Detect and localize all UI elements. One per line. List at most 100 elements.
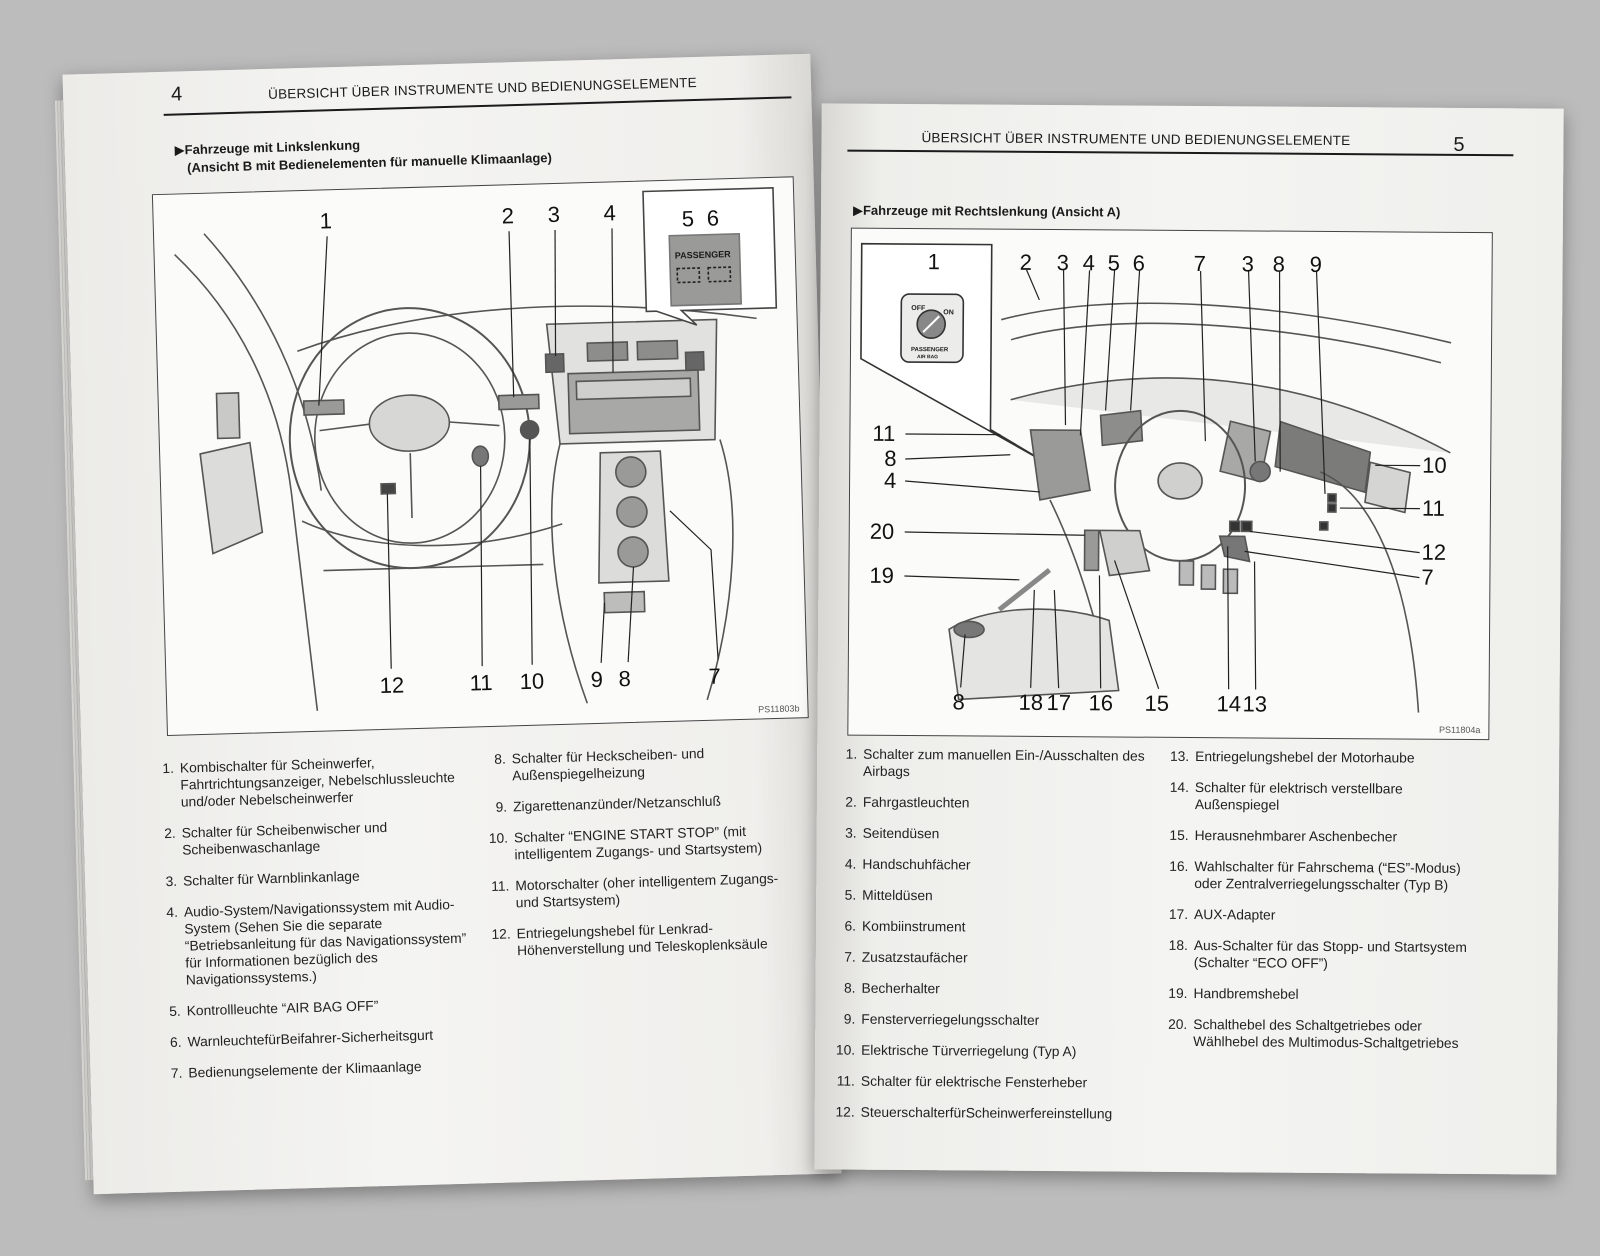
legend-item-number: 13. (1169, 748, 1190, 765)
legend-item-number: 11. (836, 1073, 855, 1089)
legend-item-text: Fahrgastleuchten (862, 794, 970, 811)
callout-4-rhd: 4 (1082, 250, 1095, 276)
legend-item-text: Entriegelungshebel für Lenkrad-Höhenvers… (516, 920, 768, 959)
lhd-legend-item: 9.Zigarettenanzünder/Netzanschluß (481, 791, 781, 816)
lhd-legend-item: 1.Kombischalter für Scheinwerfer, Fahrtr… (148, 751, 479, 811)
rhd-legend-item: 20.Schalthebel des Schaltgetriebes oder … (1161, 1016, 1481, 1052)
legend-item-text: Schalter für elektrisch verstellbare Auß… (1194, 780, 1403, 813)
legend-item-number: 3. (165, 873, 178, 890)
rhd-legend-item: 7. Zusatzstaufächer (830, 949, 1160, 968)
lhd-legend-item: 3.Schalter für Warnblinkanlage (151, 864, 481, 890)
legend-item-number: 8. (843, 980, 856, 996)
manual-page-left: 4 ÜBERSICHT ÜBER INSTRUMENTE UND BEDIENU… (62, 53, 842, 1195)
switch-on-label: ON (943, 309, 954, 317)
rhd-legend-item: 6.Kombiinstrument (830, 918, 1160, 937)
legend-item-text: Kombiinstrument (861, 918, 966, 935)
lhd-legend-item: 4.Audio-System/Navigationssystem mit Aud… (152, 895, 484, 989)
legend-item-text: Seitendüsen (862, 825, 940, 842)
lhd-legend-item: 5. Kontrollleuchte “AIR BAG OFF” (154, 994, 484, 1020)
rhd-legend-item: 14.Schalter für elektrisch verstellbare … (1163, 779, 1483, 815)
legend-right-column-2: 13. Entriegelungshebel der Motorhaube 14.S… (1161, 748, 1483, 1066)
switch-caption-passenger: PASSENGER (910, 347, 949, 354)
legend-item-text: Zusatzstaufächer (861, 949, 968, 966)
legend-item-text: Wahlschalter für Fahrschema (“ES”-Modus)… (1194, 859, 1461, 893)
legend-item-text: Mitteldüsen (862, 887, 933, 904)
legend-item-text: Aus-Schalter für das Stopp- und Startsys… (1193, 938, 1467, 971)
lhd-legend-item: 10.Schalter “ENGINE START STOP” (mit int… (482, 822, 783, 864)
legend-item-number: 4. (166, 904, 179, 921)
legend-item-text: Schalter für Heckscheiben- und Außenspie… (511, 746, 705, 784)
switch-off-label: OFF (911, 305, 926, 313)
rhd-legend-item: 2. Fahrgastleuchten (831, 794, 1161, 813)
callout-5-rhd: 5 (1107, 250, 1120, 276)
header-rule-left (163, 96, 792, 116)
legend-item-number: 6. (844, 918, 857, 934)
page-header-left: 4 ÜBERSICHT ÜBER INSTRUMENTE UND BEDIENU… (63, 54, 812, 121)
callout-7-right-rhd: 7 (1421, 564, 1434, 590)
legend-item-number: 18. (1168, 937, 1188, 953)
legend-item-number: 7. (844, 949, 856, 965)
rhd-legend-item: 13. Entriegelungshebel der Motorhaube (1163, 748, 1483, 767)
callout-7-rhd: 7 (1193, 251, 1206, 277)
callout-4-left-rhd: 4 (884, 467, 897, 493)
callout-9-lhd: 9 (590, 666, 604, 693)
callout-2-lhd: 2 (501, 203, 515, 229)
legend-item-text: Elektrische Türverriegelung (Typ A) (861, 1042, 1077, 1060)
legend-item-number: 5. (844, 887, 857, 903)
dashboard-illustration-lhd (174, 187, 778, 711)
rhd-legend-item: 8. Becherhalter (829, 979, 1159, 998)
callout-12-rhd: 12 (1421, 539, 1447, 565)
legend-item-text: Audio-System/Navigationssystem mit Audio… (183, 897, 467, 988)
rhd-legend-item: 15.Herausnehmbarer Aschenbecher (1163, 827, 1483, 846)
callout-3b-rhd: 3 (1241, 251, 1254, 277)
legend-item-number: 2. (164, 825, 176, 842)
callout-20-rhd: 20 (869, 518, 895, 544)
legend-item-number: 17. (1168, 906, 1189, 923)
callout-8-bottom-rhd: 8 (952, 689, 965, 715)
legend-item-text: Motorschalter (oher intelligentem Zugang… (515, 870, 779, 911)
callout-2-rhd: 2 (1019, 249, 1032, 275)
callout-11-left-rhd: 11 (872, 420, 896, 446)
legend-item-text: Becherhalter (861, 980, 940, 997)
legend-item-number: 5. (168, 1003, 181, 1020)
legend-item-number: 4. (844, 856, 857, 872)
section-title-right: ▶Fahrzeuge mit Rechtslenkung (Ansicht A) (852, 202, 1121, 220)
legend-item-number: 6. (169, 1034, 182, 1051)
legend-item-number: 2. (845, 794, 857, 810)
lhd-legend-item: 7.Bedienungselemente der Klimaanlage (156, 1056, 486, 1082)
manual-page-right: ÜBERSICHT ÜBER INSTRUMENTE UND BEDIENUNG… (814, 103, 1564, 1175)
header-title-left: ÜBERSICHT ÜBER INSTRUMENTE UND BEDIENUNG… (267, 74, 698, 102)
legend-item-text: AUX-Adapter (1194, 907, 1276, 923)
legend-item-text: Herausnehmbarer Aschenbecher (1194, 828, 1398, 845)
inset-passenger-label: PASSENGER (674, 249, 731, 261)
dashboard-figure-lhd: 1 2 3 4 5 6 PASSENGER 12 11 10 9 8 7 PS1… (151, 176, 809, 737)
legend-item-number: 9. (843, 1011, 856, 1027)
rhd-legend-item: 11.Schalter für elektrische Fensterheber (829, 1072, 1159, 1091)
lhd-legend-item: 11.Motorschalter (oher intelligentem Zug… (483, 870, 784, 912)
callout-18-rhd: 18 (1018, 689, 1044, 715)
dashboard-illustration-rhd (860, 242, 1452, 713)
rhd-legend-item: 5. Mitteldüsen (830, 887, 1160, 906)
legend-item-number: 9. (495, 799, 508, 815)
lhd-legend-item: 2. Schalter für Scheibenwischer und Schei… (150, 816, 481, 859)
switch-caption-airbag: AIR BAG (916, 354, 939, 361)
callout-10-rhd: 10 (1422, 452, 1447, 478)
legend-item-text: Kontrollleuchte “AIR BAG OFF” (186, 998, 379, 1019)
page-number-left: 4 (170, 83, 183, 106)
figure-code-lhd: PS11803b (757, 703, 800, 715)
legend-item-number: 1. (845, 746, 858, 762)
legend-item-number: 10. (835, 1042, 856, 1058)
legend-item-text: Schalter für Scheibenwischer und Scheibe… (181, 819, 388, 858)
legend-item-text: Handschuhfächer (862, 856, 971, 873)
callout-10-lhd: 10 (519, 668, 545, 695)
callout-15-rhd: 15 (1144, 690, 1170, 716)
figure-code-rhd: PS11804a (1438, 724, 1481, 736)
header-title-right: ÜBERSICHT ÜBER INSTRUMENTE UND BEDIENUNG… (921, 130, 1351, 149)
legend-item-text: Entriegelungshebel der Motorhaube (1195, 749, 1415, 766)
lhd-legend-item: 12.Entriegelungshebel für Lenkrad-Höhenv… (484, 918, 785, 960)
legend-item-text: Schalter zum manuellen Ein-/Ausschalten … (863, 746, 1145, 780)
callout-16-rhd: 16 (1088, 690, 1114, 716)
legend-item-number: 16. (1169, 858, 1189, 875)
legend-item-text: Handbremshebel (1193, 986, 1299, 1002)
rhd-legend-item: 4. Handschuhfächer (830, 856, 1160, 875)
